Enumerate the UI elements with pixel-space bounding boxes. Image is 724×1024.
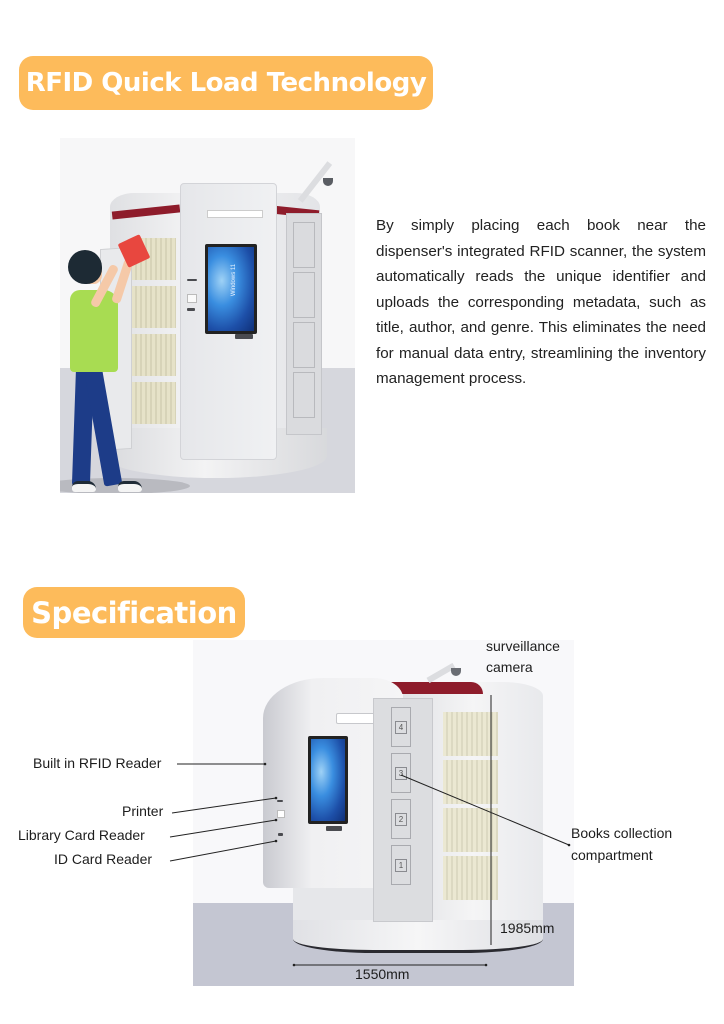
label-id-card-reader: ID Card Reader (54, 851, 153, 867)
card-reader (187, 294, 197, 303)
scanner-slot (326, 826, 342, 831)
light-bar (336, 713, 376, 724)
compartment (293, 322, 315, 368)
label-library-card-reader: Library Card Reader (18, 827, 145, 843)
label-printer: Printer (122, 803, 164, 819)
id-card-slot (187, 308, 195, 311)
printer-slot (187, 279, 197, 281)
shelf (443, 760, 498, 804)
surveillance-camera-icon (323, 178, 333, 186)
label-surveillance-camera-line2: camera (486, 659, 533, 675)
compartment-door-panel: 4 3 2 1 (373, 698, 433, 922)
label-built-in-rfid-reader: Built in RFID Reader (33, 755, 162, 771)
compartment-1: 1 (391, 845, 411, 885)
compartment-2: 2 (391, 799, 411, 839)
book-shelf (132, 286, 176, 328)
screen-os-text: Windows 11 (231, 263, 238, 297)
compartment (293, 272, 315, 318)
label-books-collection-line2: compartment (571, 847, 653, 863)
shelf (443, 712, 498, 756)
compartment-doors (286, 213, 322, 435)
compartment-number: 1 (395, 859, 407, 872)
scanner-slot (235, 334, 253, 339)
compartment (293, 372, 315, 418)
label-surveillance-camera-line1: surveillance (486, 638, 560, 654)
kiosk-touchscreen: Windows 11 (205, 244, 257, 334)
light-bar (207, 210, 263, 218)
label-books-collection-line1: Books collection (571, 825, 673, 841)
rfid-description: By simply placing each book near the dis… (376, 217, 706, 388)
section-heading-rfid: RFID Quick Load Technology (19, 56, 433, 110)
person-shoe (72, 481, 96, 492)
compartment (293, 222, 315, 268)
kiosk-front-panel: Windows 11 (180, 183, 277, 460)
kiosk-touchscreen (308, 736, 348, 824)
dimension-height: 1985mm (500, 920, 555, 936)
compartment-number: 2 (395, 813, 407, 826)
book-shelf (132, 334, 176, 376)
surveillance-camera-icon (451, 668, 461, 676)
person-hair (68, 250, 102, 284)
section-heading-specification: Specification (23, 587, 245, 638)
id-card-slot (278, 833, 283, 836)
book-shelf (132, 382, 176, 424)
printer-slot (277, 800, 283, 802)
compartment-3: 3 (391, 753, 411, 793)
person-shoe (118, 481, 142, 492)
library-card-reader (277, 810, 285, 818)
compartment-number: 3 (395, 767, 407, 780)
shelf (443, 856, 498, 900)
compartment-4: 4 (391, 707, 411, 747)
rfid-loading-illustration: Windows 11 (60, 138, 355, 493)
shelf (443, 808, 498, 852)
dimension-width: 1550mm (355, 966, 410, 982)
compartment-number: 4 (395, 721, 407, 734)
book-shelves (443, 712, 498, 912)
